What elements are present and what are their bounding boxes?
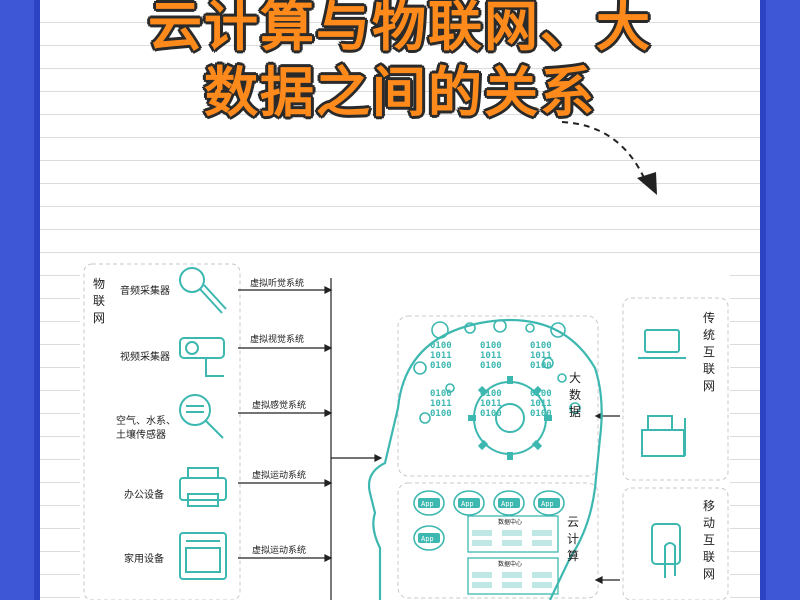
label-glyph: 物 — [92, 277, 105, 291]
binary-text: 0100 — [480, 341, 502, 351]
label-glyph: 传 — [702, 311, 715, 325]
system-label-motion-2: 虚拟运动系统 — [252, 546, 307, 556]
desktop-icon — [641, 415, 686, 457]
label-glyph: 网 — [92, 311, 105, 325]
system-label-vision: 虚拟视觉系统 — [250, 335, 305, 345]
binary-text: 0100 — [430, 409, 452, 419]
label-glyph: 联 — [702, 362, 715, 376]
device-label-home: 家用设备 — [124, 554, 164, 565]
printer-icon — [179, 467, 227, 507]
cloud-computing-label: 云计算 — [566, 514, 580, 565]
binary-text: 0100 — [480, 409, 502, 419]
svg-text:App: App — [461, 500, 474, 508]
device-label-sensor-2: 土壤传感器 — [116, 430, 166, 441]
sensor-magnifier-icon — [179, 394, 224, 439]
traditional-internet-label: 传统互联网 — [702, 310, 716, 395]
device-icons — [179, 267, 686, 580]
svg-text:App: App — [541, 500, 554, 508]
oven-icon — [179, 532, 227, 580]
system-label-hearing: 虚拟听觉系统 — [250, 279, 305, 289]
binary-text: 1011 — [480, 399, 502, 409]
label-glyph: 互 — [702, 345, 715, 359]
binary-text: 1011 — [430, 351, 452, 361]
device-label-sensor-1: 空气、水系、 — [116, 416, 176, 427]
device-label-video: 视频采集器 — [120, 352, 170, 363]
app-cloud-icon: App — [453, 490, 485, 516]
system-label-motion-1: 虚拟运动系统 — [252, 471, 307, 481]
laptop-icon — [638, 329, 686, 359]
label-glyph: 计 — [566, 532, 579, 546]
label-glyph: 大 — [568, 371, 581, 385]
label-glyph: 联 — [92, 294, 105, 308]
svg-text:App: App — [421, 535, 434, 543]
svg-text:App: App — [501, 500, 514, 508]
app-cloud-icon: App — [493, 490, 525, 516]
binary-text: 0100 — [530, 341, 552, 351]
label-glyph: 动 — [702, 516, 715, 530]
right-frame-bar — [760, 0, 766, 600]
binary-text: 0100 — [430, 389, 452, 399]
binary-text: 1011 — [430, 399, 452, 409]
binary-text: 1011 — [530, 399, 552, 409]
svg-text:App: App — [421, 500, 434, 508]
binary-text: 1011 — [530, 351, 552, 361]
microphone-icon — [179, 267, 227, 314]
label-glyph: 互 — [702, 533, 715, 547]
label-glyph: 数 — [568, 388, 581, 402]
iot-label: 物联网 — [92, 276, 106, 327]
datacenter-label-1: 数据中心 — [498, 519, 523, 526]
device-label-audio: 音频采集器 — [120, 286, 170, 297]
datacenter-box-1 — [467, 515, 559, 553]
phone-tap-icon — [651, 523, 681, 578]
camera-icon — [179, 337, 225, 377]
binary-text: 1011 — [480, 351, 502, 361]
binary-text: 0100 — [430, 341, 452, 351]
binary-text: 0100 — [530, 389, 552, 399]
binary-text: 0100 — [530, 361, 552, 371]
diagram-lines — [83, 263, 729, 600]
label-glyph: 统 — [702, 328, 715, 342]
label-glyph: 网 — [702, 379, 715, 393]
binary-text: 0100 — [480, 361, 502, 371]
binary-data: 0100101101000100101101000100101101000100… — [430, 341, 552, 419]
label-glyph: 云 — [566, 515, 579, 529]
system-label-feeling: 虚拟感觉系统 — [252, 401, 307, 411]
big-data-label: 大数据 — [568, 370, 582, 421]
binary-text: 0100 — [480, 389, 502, 399]
label-glyph: 移 — [702, 499, 715, 513]
app-cloud-icon: App — [413, 490, 445, 516]
device-label-office: 办公设备 — [124, 490, 164, 501]
binary-text: 0100 — [430, 361, 452, 371]
mobile-internet-label: 移动互联网 — [702, 498, 716, 583]
datacenter-box-2 — [467, 557, 559, 595]
label-glyph: 网 — [702, 567, 715, 581]
app-cloud-icon: App — [533, 490, 565, 516]
title-line-2: 数据之间的关系 — [204, 61, 596, 124]
label-glyph: 算 — [566, 549, 579, 563]
label-glyph: 据 — [568, 405, 581, 419]
binary-text: 0100 — [530, 409, 552, 419]
datacenter-label-2: 数据中心 — [498, 561, 523, 568]
head-outline — [367, 318, 603, 600]
title-line-1: 云计算与物联网、大 — [148, 0, 652, 58]
left-frame-bar — [34, 0, 40, 600]
label-glyph: 联 — [702, 550, 715, 564]
app-cloud-icon: App — [413, 525, 445, 551]
